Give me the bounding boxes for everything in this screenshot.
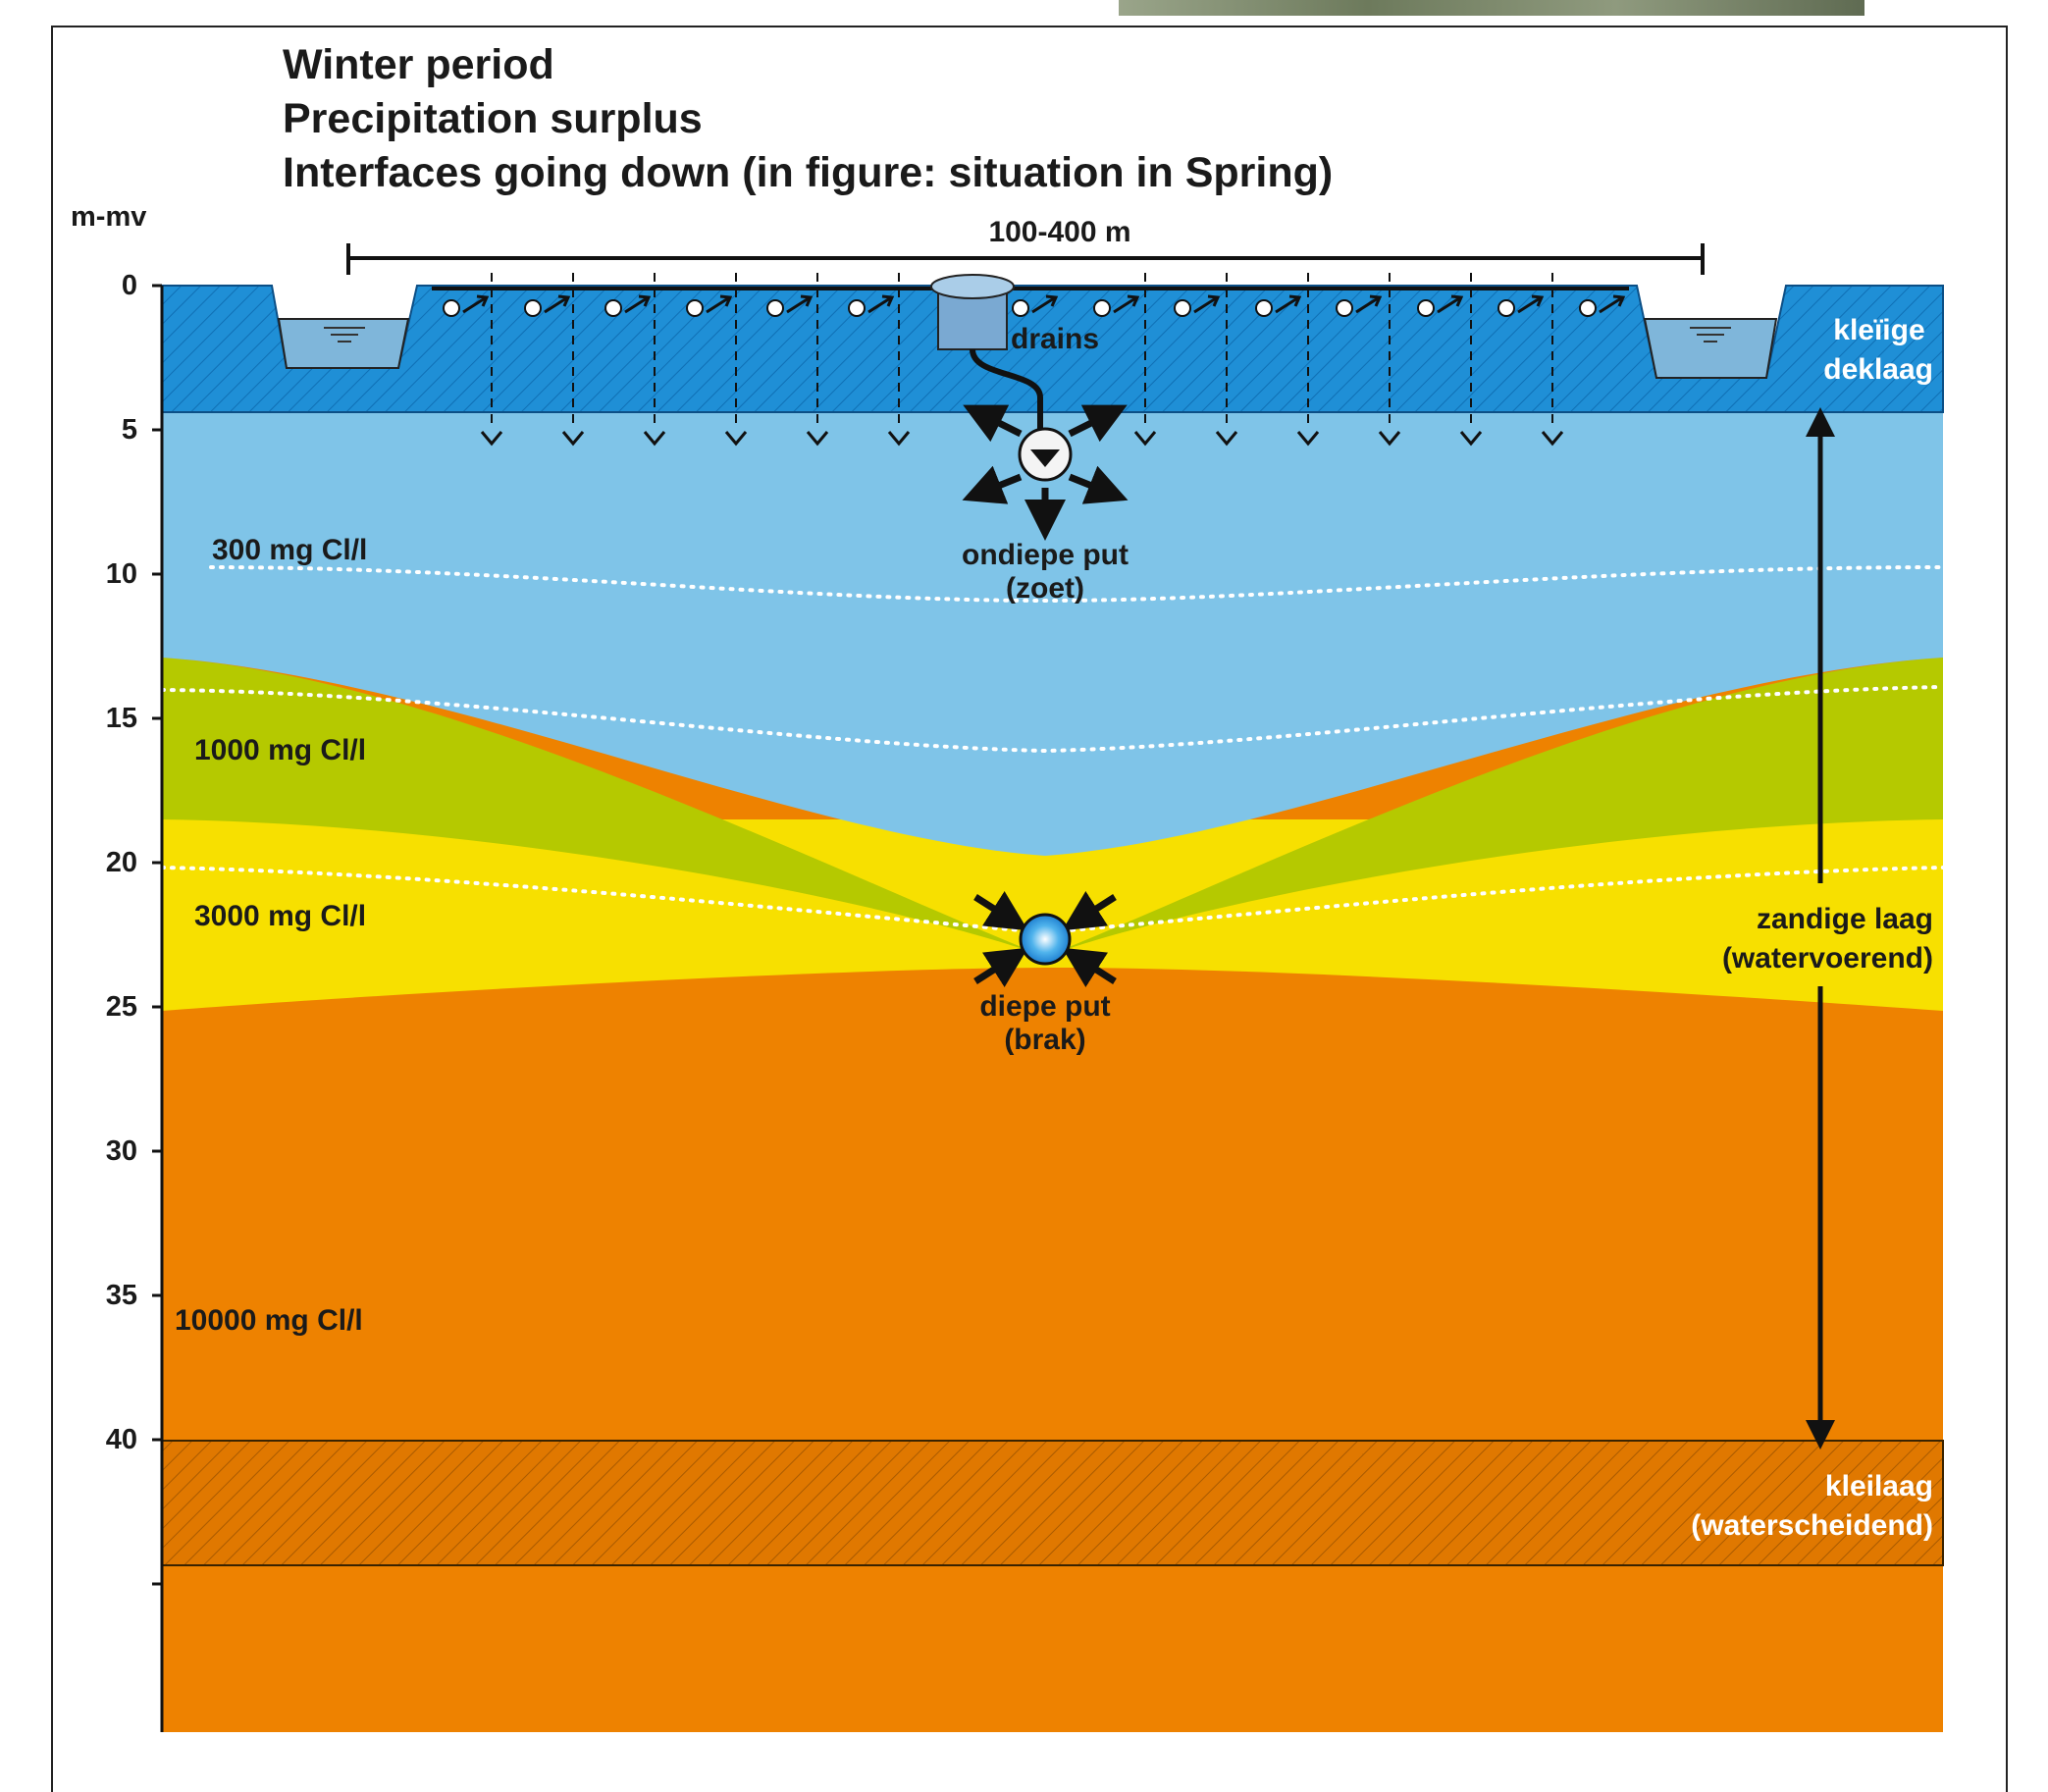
drain-pipe-icon [443, 299, 460, 317]
y-tick-label: 15 [106, 703, 137, 734]
drain-flow-arrow-icon [1355, 294, 1383, 314]
title-line-1: Winter period [283, 41, 554, 88]
title-line-2: Precipitation surplus [283, 95, 703, 142]
clay-layer-sublabel: (waterscheidend) [1691, 1509, 1933, 1542]
drain-flow-arrow-icon [462, 294, 490, 314]
shallow-well-arrow-down-icon [1030, 449, 1060, 467]
drain-pipe-icon [604, 299, 622, 317]
y-axis-ticks [152, 284, 162, 1586]
drain-flow-arrow-icon [1113, 294, 1140, 314]
clay-layer-label: kleilaag [1825, 1470, 1933, 1502]
y-tick-label: 40 [106, 1424, 137, 1455]
cover-layer-label-text: kleïige [1833, 314, 1924, 346]
infiltration-arrow-icon [806, 431, 829, 447]
drain-pipe-icon [1579, 299, 1597, 317]
ditch-right-water [1643, 318, 1778, 379]
drains-label: drains [1011, 323, 1099, 355]
shallow-well-outflow-arrows [962, 404, 1129, 541]
cover-layer-label: kleïige deklaag [1823, 314, 1933, 386]
drain-collector-top [930, 274, 1015, 299]
infiltration-arrow-icon [887, 431, 911, 447]
y-tick-label: 10 [106, 558, 137, 590]
drain-flow-arrow-icon [786, 294, 814, 314]
infiltration-arrow-icon [1296, 431, 1320, 447]
drain-pipe-icon [524, 299, 542, 317]
aquifer-label: zandige laag [1757, 903, 1933, 935]
infiltration-arrow-icon [643, 431, 666, 447]
shallow-well-sublabel: (zoet) [1006, 572, 1084, 605]
drain-flow-arrow-icon [1437, 294, 1464, 314]
deep-well-inflow-arrows [973, 890, 1117, 988]
drain-pipe-icon [1093, 299, 1111, 317]
drain-flow-arrow-icon [1193, 294, 1221, 314]
zone-1000 [162, 658, 1943, 957]
y-axis-unit: m-mv [71, 201, 146, 233]
drain-flow-arrow-icon [1599, 294, 1626, 314]
clay-layer [161, 1440, 1944, 1566]
cover-layer-label-text-2: deklaag [1823, 353, 1933, 386]
infiltration-arrow-icon [480, 431, 503, 447]
infiltration-arrow-icon [1459, 431, 1483, 447]
drain-pipe-icon [1174, 299, 1191, 317]
width-dimension [346, 243, 1705, 275]
infiltration-arrow-icon [1133, 431, 1157, 447]
deep-well-label: diepe put [979, 990, 1110, 1023]
drain-pipe-icon [1336, 299, 1353, 317]
infiltration-arrow-icon [1215, 431, 1238, 447]
conc-label-300: 300 mg Cl/l [212, 534, 367, 566]
y-tick-label: 25 [106, 991, 137, 1023]
infiltration-arrow-icon [1378, 431, 1401, 447]
deep-well-sublabel: (brak) [1004, 1024, 1085, 1056]
drain-flow-arrow-icon [544, 294, 571, 314]
drain-pipe-icon [1255, 299, 1273, 317]
aquifer-sublabel: (watervoerend) [1722, 942, 1933, 975]
conc-label-10000: 10000 mg Cl/l [175, 1304, 363, 1337]
infiltration-arrow-icon [561, 431, 585, 447]
drain-flow-arrow-icon [1275, 294, 1302, 314]
drain-pipe-icon [1012, 299, 1029, 317]
y-tick-label: 20 [106, 847, 137, 878]
shallow-well-label: ondiepe put [962, 539, 1129, 571]
y-tick-label: 5 [122, 414, 137, 446]
title-line-3: Interfaces going down (in figure: situat… [283, 149, 1333, 196]
conc-label-3000: 3000 mg Cl/l [194, 900, 366, 932]
drain-pipe [970, 348, 1043, 432]
drain-pipe-icon [766, 299, 784, 317]
ditch-left-water [277, 318, 410, 369]
drain-flow-arrow-icon [706, 294, 733, 314]
infiltration-arrow-icon [724, 431, 748, 447]
drain-flow-arrow-icon [624, 294, 652, 314]
drain-flow-arrow-icon [1031, 294, 1059, 314]
interface-1000 [160, 685, 1945, 754]
y-tick-label: 30 [106, 1135, 137, 1167]
fresh-zone [162, 412, 1943, 856]
infiltration-arrow-icon [1541, 431, 1564, 447]
deep-well [1019, 913, 1072, 966]
drain-pipe-icon [1497, 299, 1515, 317]
drain-system [443, 273, 1626, 447]
drain-pipe-icon [686, 299, 704, 317]
conc-label-1000: 1000 mg Cl/l [194, 734, 366, 766]
photo-strip [1119, 0, 1864, 16]
interface-300 [209, 565, 1945, 604]
y-tick-label: 0 [122, 270, 137, 301]
y-tick-label: 35 [106, 1280, 137, 1311]
drain-flow-arrow-icon [1517, 294, 1545, 314]
width-label: 100-400 m [988, 216, 1130, 248]
drain-pipe-icon [1417, 299, 1435, 317]
water-level-icon [324, 327, 1731, 343]
drain-pipe-icon [848, 299, 866, 317]
drain-flow-arrow-icon [867, 294, 895, 314]
